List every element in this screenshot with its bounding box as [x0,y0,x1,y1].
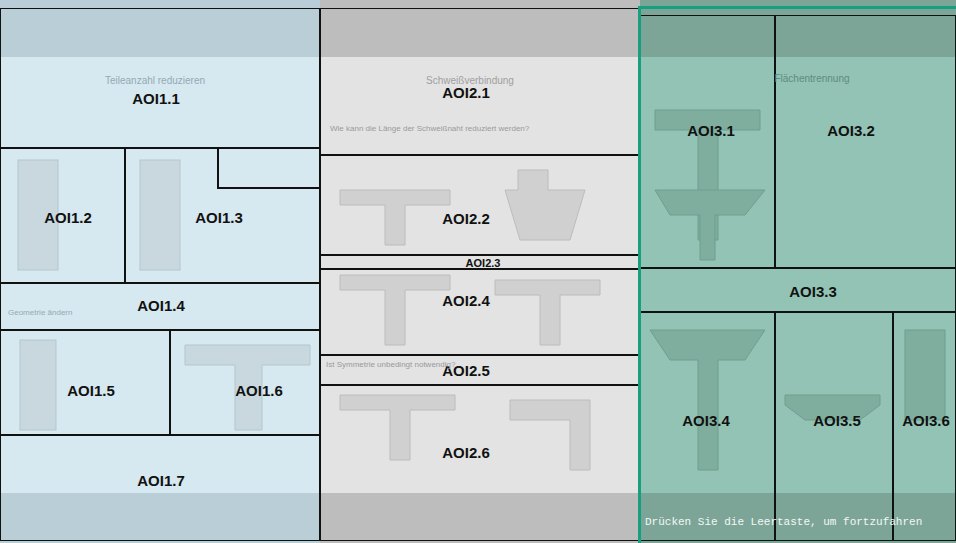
aoi-box: AOI2.4 [320,269,640,355]
aoi-label: AOI2.4 [442,293,490,309]
slide-text: Teileanzahl reduzieren [105,75,205,86]
aoi-label: AOI1.6 [235,383,283,399]
aoi-label: AOI2.2 [442,211,490,227]
aoi-box: AOI3.5 [775,312,893,541]
aoi-box: AOI3.1 [640,15,775,268]
aoi-label: AOI3.1 [687,123,735,139]
aoi-box: AOI3.4 [640,312,775,541]
aoi-box: AOI3.3 [640,268,956,312]
aoi-label: AOI3.5 [813,413,861,429]
prompt-text: Drücken Sie die Leertaste, um fortzufahr… [645,516,922,528]
slide-text: Ist Symmetrie unbedingt notwendig? [326,360,455,369]
aoi-box: AOI3.2 [775,15,956,268]
aoi-label: AOI1.3 [195,210,243,226]
aoi-box: AOI1.2 [0,148,125,283]
selection-frame [638,6,956,543]
aoi-label: AOI1.2 [44,210,92,226]
footer-bar [0,493,320,543]
aoi-label: AOI1.7 [137,473,185,489]
aoi-label: AOI2.1 [442,85,490,101]
aoi-label: AOI3.3 [789,284,837,300]
aoi-box: AOI2.2 [320,155,640,255]
aoi-label: AOI1.4 [137,298,185,314]
aoi-box: AOI1.7 [0,435,320,541]
aoi-box: AOI2.6 [320,385,640,541]
slide-text: Wie kann die Länge der Schweißnaht reduz… [330,124,529,133]
aoi-label: AOI1.5 [67,383,115,399]
aoi-label: AOI3.6 [902,413,950,429]
aoi-box: AOI2.3 [320,255,640,269]
aoi-label: AOI1.1 [132,91,180,107]
aoi-label: AOI3.4 [682,413,730,429]
slide-text: Schweißverbindung [426,75,514,86]
aoi-box: AOI1.6 [170,330,320,435]
aoi-box: AOI1.3 [125,148,320,283]
header-bar [640,0,956,57]
slide-text: Flächentrennung [774,73,849,84]
aoi-box: AOI3.6 [893,312,956,541]
aoi-label: AOI2.3 [466,257,501,269]
footer-bar [320,493,640,543]
aoi-label: AOI2.6 [442,445,490,461]
aoi-box: AOI1.4 [0,283,320,330]
aoi-label: AOI3.2 [827,123,875,139]
slide-text: Geometrie ändern [8,308,72,317]
aoi-box: AOI1.5 [0,330,170,435]
